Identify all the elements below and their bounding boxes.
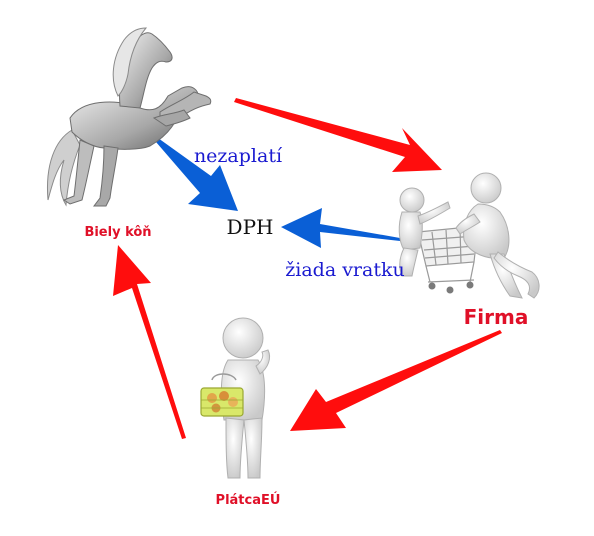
arrow-firm-to-tax (281, 208, 400, 248)
firm-label: Firma (464, 305, 529, 329)
arrow-horse-to-firm (234, 98, 442, 172)
horse-to-tax-label: nezaplatí (194, 145, 283, 167)
white-horse-illustration (46, 27, 212, 207)
arrow-firm-to-payer (290, 330, 502, 431)
shopping-figures-illustration (398, 172, 540, 299)
tax-label: DPH (227, 215, 274, 239)
horse-label: Biely kôň (84, 225, 151, 240)
payer-label: PlátcaEÚ (216, 492, 281, 508)
arrow-payer-to-horse (113, 245, 186, 439)
arrow-horse-to-tax (156, 138, 238, 211)
thinking-figure-illustration (200, 317, 271, 479)
firm-to-tax-label: žiada vratku (285, 259, 404, 281)
